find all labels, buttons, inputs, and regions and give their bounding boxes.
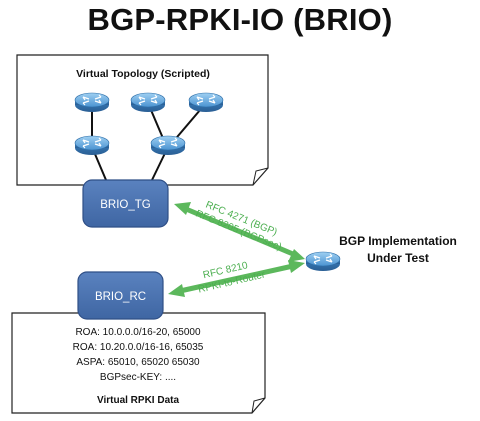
brio-rc-label: BRIO_RC	[95, 291, 146, 303]
rpki-line: BGPsec-KEY: ....	[100, 372, 176, 383]
implementation-label-1: BGP Implementation	[339, 234, 457, 248]
rpki-label: Virtual RPKI Data	[97, 395, 179, 406]
topology-panel: Virtual Topology (Scripted)	[16, 54, 269, 186]
implementation-label-2: Under Test	[367, 251, 429, 265]
page-title: BGP-RPKI-IO (BRIO)	[87, 2, 393, 37]
tg-link-arrow	[174, 202, 305, 262]
brio-rc-box: BRIO_RC	[77, 271, 164, 320]
rpki-line: ASPA: 65010, 65020 65030	[76, 357, 200, 368]
rpki-line: ROA: 10.0.0.0/16-20, 65000	[75, 327, 201, 338]
brio-tg-label: BRIO_TG	[100, 199, 151, 211]
router-icon	[305, 251, 341, 272]
router-icon	[130, 92, 166, 113]
router-icon	[188, 92, 224, 113]
rc-link-arrow	[168, 260, 305, 297]
topology-label: Virtual Topology (Scripted)	[76, 68, 210, 80]
router-icon	[74, 135, 110, 156]
rpki-panel: ROA: 10.0.0.0/16-20, 65000 ROA: 10.20.0.…	[11, 312, 266, 414]
router-icon	[74, 92, 110, 113]
router-icon	[150, 135, 186, 156]
brio-tg-box: BRIO_TG	[82, 179, 169, 228]
rpki-line: ROA: 10.20.0.0/16-16, 65035	[73, 342, 204, 353]
